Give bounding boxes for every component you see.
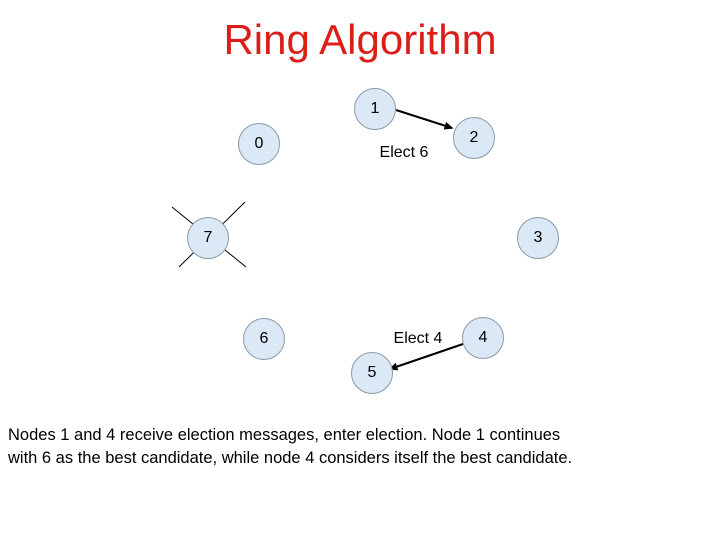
message-label-4: Elect 4 <box>393 330 443 347</box>
ring-diagram: 1 2 0 3 7 4 5 6 Elect 6 Elect 4 <box>171 88 559 394</box>
caption-line-2: with 6 as the best candidate, while node… <box>8 449 573 467</box>
node-7: 7 <box>187 217 229 259</box>
node-1: 1 <box>354 88 396 130</box>
node-2: 2 <box>453 117 495 159</box>
node-0: 0 <box>238 123 280 165</box>
node-5: 5 <box>351 352 393 394</box>
caption-text: Nodes 1 and 4 receive election messages,… <box>8 424 714 470</box>
node-6: 6 <box>243 318 285 360</box>
node-3: 3 <box>517 217 559 259</box>
node-4: 4 <box>462 317 504 359</box>
slide-title: Ring Algorithm <box>223 16 497 63</box>
message-label-1: Elect 6 <box>379 144 429 161</box>
message-arrow-1-to-2 <box>395 109 454 130</box>
caption-line-1: Nodes 1 and 4 receive election messages,… <box>8 426 561 444</box>
